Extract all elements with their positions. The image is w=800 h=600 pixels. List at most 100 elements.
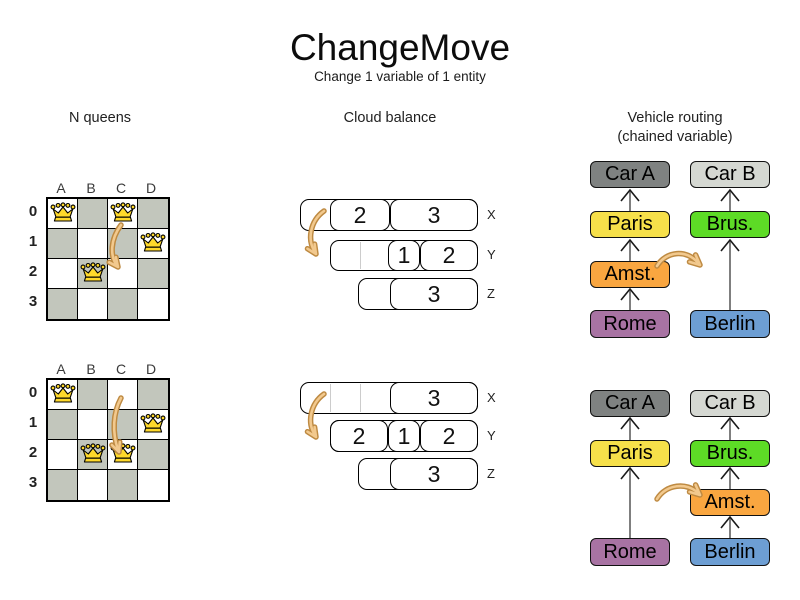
vehicle-box-label: Car A	[604, 392, 656, 414]
chain-arrowhead-icon	[720, 416, 740, 430]
capacity-divider	[360, 242, 361, 269]
col-label-a: A	[56, 180, 66, 196]
vehicle-box-paris: Paris	[590, 211, 670, 238]
vehicle-box-label: Paris	[607, 213, 653, 235]
vehicle-box-car-a: Car A	[590, 390, 670, 417]
computer-x-after	[300, 382, 478, 414]
col-label-a: A	[56, 361, 66, 377]
row-label-0: 0	[28, 203, 38, 220]
process-block: 3	[390, 278, 478, 310]
vehicle-box-brussels: Brus.	[690, 440, 770, 467]
queen-icon	[110, 202, 135, 222]
board-cell-A1	[48, 229, 78, 259]
board-cell-B3	[78, 289, 108, 319]
chessboard-before	[46, 197, 170, 321]
process-value: 1	[397, 242, 411, 268]
col-label-c: C	[115, 361, 127, 377]
board-cell-C1	[108, 410, 138, 440]
vehicle-box-car-a: Car A	[590, 161, 670, 188]
col-label-d: D	[145, 180, 157, 196]
process-block: 2	[420, 420, 478, 452]
board-cell-D0	[138, 380, 168, 410]
col-label-b: B	[86, 361, 96, 377]
row-label-1: 1	[28, 233, 38, 250]
board-cell-B0	[78, 380, 108, 410]
computer-label-z: Z	[487, 466, 495, 481]
process-value: 3	[427, 201, 441, 228]
queen-icon	[140, 232, 166, 252]
board-cell-D0	[138, 199, 168, 229]
vehicle-box-berlin: Berlin	[690, 538, 770, 566]
board-cell-B2	[78, 259, 108, 289]
vehicle-box-car-b: Car B	[690, 390, 770, 417]
col-label-d: D	[145, 361, 157, 377]
board-cell-D2	[138, 440, 168, 470]
process-block: 2	[330, 199, 390, 231]
computer-label-z: Z	[487, 286, 495, 301]
process-block: 3	[390, 458, 478, 490]
vehicle-box-rome: Rome	[590, 310, 670, 338]
vehicle-box-brussels: Brus.	[690, 211, 770, 238]
vehicle-box-label: Car B	[704, 392, 756, 414]
board-cell-A3	[48, 470, 78, 500]
process-block: 1	[388, 420, 420, 452]
page-subtitle: Change 1 variable of 1 entity	[314, 69, 486, 84]
board-cell-B1	[78, 229, 108, 259]
computer-label-x: X	[487, 390, 496, 405]
queen-icon	[50, 383, 75, 403]
chain-arrowhead-icon	[620, 287, 640, 301]
page-title: ChangeMove	[289, 27, 511, 68]
board-cell-D2	[138, 259, 168, 289]
col-label-b: B	[86, 180, 96, 196]
board-cell-A2	[48, 259, 78, 289]
board-cell-A2	[48, 440, 78, 470]
process-value: 2	[442, 242, 456, 268]
board-cell-B1	[78, 410, 108, 440]
process-block: 3	[390, 199, 478, 231]
queen-icon	[50, 202, 75, 222]
vehicle-box-label: Paris	[607, 442, 653, 464]
board-cell-A0	[48, 199, 78, 229]
process-value: 2	[352, 422, 366, 449]
board-cell-C3	[108, 470, 138, 500]
board-cell-C2	[108, 440, 138, 470]
queen-icon	[80, 262, 105, 282]
chain-arrowhead-icon	[620, 188, 640, 202]
board-cell-A1	[48, 410, 78, 440]
vehicle-box-label: Car A	[604, 163, 656, 185]
row-label-3: 3	[28, 293, 38, 310]
process-value: 3	[427, 384, 441, 411]
chain-arrowhead-icon	[720, 515, 740, 529]
computer-label-y: Y	[487, 428, 496, 443]
board-cell-D3	[138, 289, 168, 319]
row-label-2: 2	[28, 263, 38, 280]
capacity-divider	[360, 384, 361, 412]
vehicle-box-label: Amst.	[604, 263, 656, 285]
process-block: 2	[420, 240, 478, 271]
chain-arrowhead-icon	[620, 466, 640, 480]
row-label-2: 2	[28, 444, 38, 461]
process-block: 3	[390, 382, 478, 414]
vehicle-box-label: Brus.	[706, 213, 754, 235]
vehicle-box-label: Car B	[704, 163, 756, 185]
process-value: 2	[353, 201, 367, 228]
capacity-divider	[330, 384, 331, 412]
process-block: 1	[388, 240, 420, 271]
process-value: 3	[427, 460, 441, 487]
nqueens-header: N queens	[68, 110, 132, 126]
board-cell-D3	[138, 470, 168, 500]
board-cell-B0	[78, 199, 108, 229]
board-cell-C0	[108, 380, 138, 410]
vehicle-box-berlin: Berlin	[690, 310, 770, 338]
queen-icon	[140, 413, 166, 433]
process-block: 2	[330, 420, 388, 452]
vehicle-box-amsterdam: Amst.	[690, 489, 770, 516]
chain-arrowhead-icon	[720, 238, 740, 252]
chain-connectors-after	[620, 416, 740, 538]
cloud-header: Cloud balance	[343, 110, 437, 126]
process-value: 2	[442, 422, 456, 449]
vehicle-box-label: Amst.	[704, 491, 756, 513]
chain-arrowhead-icon	[620, 238, 640, 252]
row-label-1: 1	[28, 414, 38, 431]
